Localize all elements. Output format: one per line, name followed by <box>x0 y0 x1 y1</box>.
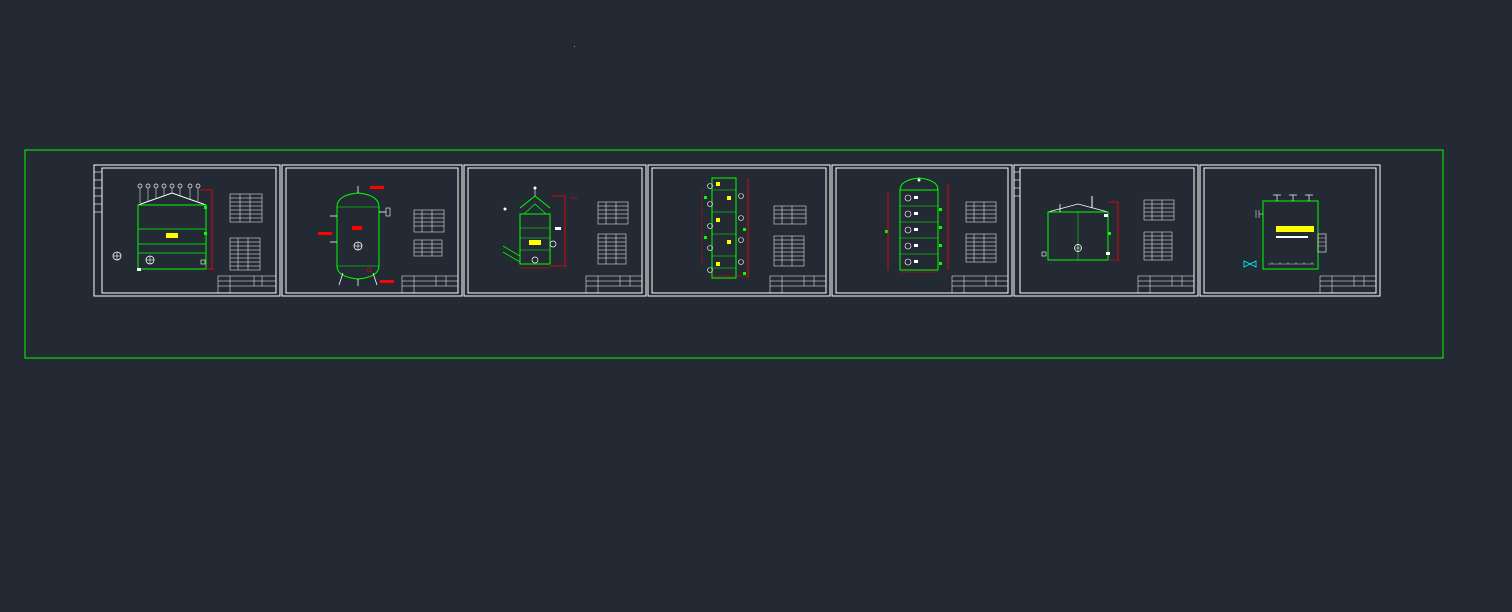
stray-point <box>574 46 575 47</box>
data-table <box>413 239 443 257</box>
data-table <box>229 237 261 271</box>
drawing-sheet[interactable] <box>281 164 463 297</box>
drawing-sheet[interactable] <box>463 164 647 297</box>
title-block <box>951 275 1009 294</box>
data-table <box>773 205 807 225</box>
column-drawing <box>701 177 749 279</box>
vessel-drawing <box>318 186 394 286</box>
tower-drawing <box>885 177 949 273</box>
layout-frame <box>24 149 1444 359</box>
title-block <box>585 275 643 294</box>
title-block <box>769 275 827 294</box>
title-block <box>401 275 459 294</box>
title-block <box>217 275 277 294</box>
tower-drawing <box>502 186 578 269</box>
title-block <box>1319 275 1377 294</box>
data-table <box>965 201 997 223</box>
title-block <box>1137 275 1195 294</box>
drawing-sheet[interactable] <box>831 164 1013 297</box>
data-table <box>597 233 627 265</box>
tank-drawing <box>112 183 214 271</box>
drawing-sheet[interactable] <box>93 164 281 297</box>
data-table <box>965 233 997 263</box>
drawing-sheet[interactable] <box>1199 164 1381 297</box>
data-table <box>413 209 445 233</box>
data-table <box>229 193 263 223</box>
valve-icon <box>1243 260 1257 268</box>
drawing-sheet[interactable] <box>647 164 831 297</box>
drawing-sheet[interactable] <box>1013 164 1199 297</box>
data-table <box>1143 199 1175 221</box>
data-table <box>1143 231 1173 261</box>
tank-drawing <box>1243 194 1327 270</box>
data-table <box>773 235 805 267</box>
data-table <box>597 201 629 225</box>
tank-drawing <box>1041 196 1120 261</box>
